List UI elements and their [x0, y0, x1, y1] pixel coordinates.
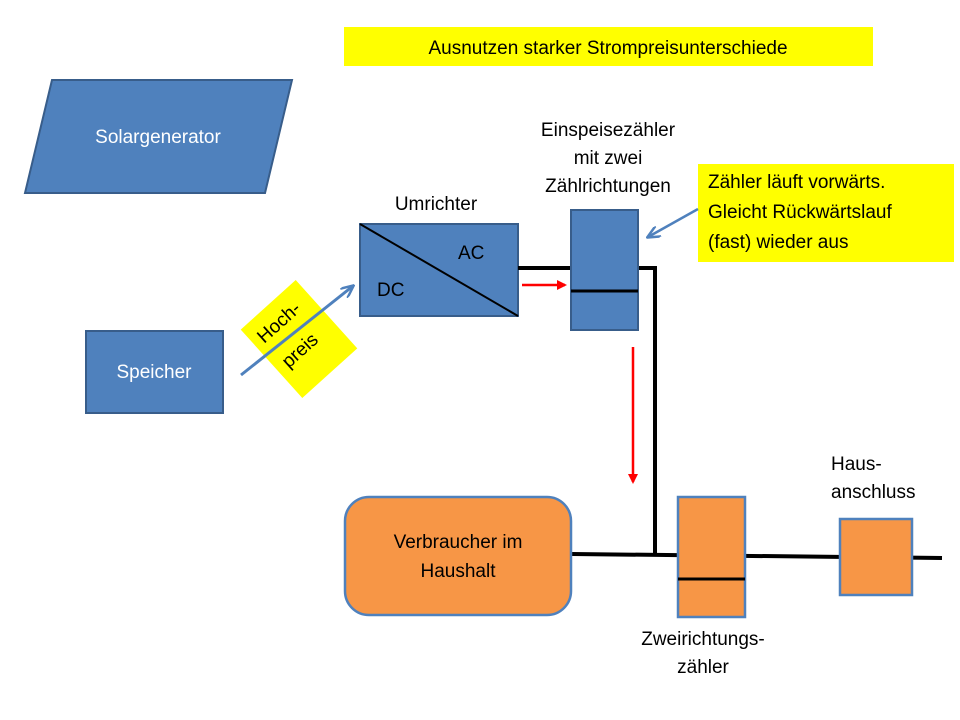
zweirichtung-line-1: Zweirichtungs-	[641, 629, 765, 650]
solargenerator-label: Solargenerator	[95, 127, 221, 148]
speicher-label: Speicher	[117, 362, 193, 383]
note-pointer-arrow	[648, 207, 699, 237]
hochpreis-tag	[240, 280, 358, 398]
title-banner	[344, 27, 873, 66]
note-line-2: Gleicht Rückwärtslauf	[708, 202, 892, 223]
verbraucher-node	[343, 495, 573, 617]
hausanschluss-line-1: Haus-	[831, 454, 882, 475]
note-line-3: (fast) wieder aus	[708, 232, 848, 253]
einspeise-label-2: mit zwei	[574, 148, 643, 169]
title-text: Ausnutzen starker Strompreisunterschiede	[428, 38, 787, 59]
hausanschluss-node	[838, 517, 914, 597]
zweirichtungszaehler-node	[676, 495, 747, 619]
verbraucher-line-2: Haushalt	[421, 561, 497, 582]
verbraucher-line-1: Verbraucher im	[394, 532, 523, 553]
solargenerator-node	[23, 79, 294, 194]
hausanschluss-line-2: anschluss	[831, 482, 916, 503]
einspeisezaehler-node	[570, 209, 639, 331]
dc-label: DC	[377, 280, 404, 301]
umrichter-diagonal	[359, 223, 519, 317]
einspeise-label-3: Zählrichtungen	[545, 176, 671, 197]
note-box	[698, 164, 954, 262]
speicher-arrow	[240, 286, 353, 377]
einspeise-label-1: Einspeisezähler	[541, 120, 676, 141]
umrichter-label: Umrichter	[395, 194, 478, 215]
note-line-1: Zähler läuft vorwärts.	[708, 172, 885, 193]
ac-label: AC	[458, 243, 484, 264]
speicher-node	[85, 330, 224, 414]
wire-main	[518, 266, 657, 556]
zweirichtung-line-2: zähler	[677, 657, 729, 678]
